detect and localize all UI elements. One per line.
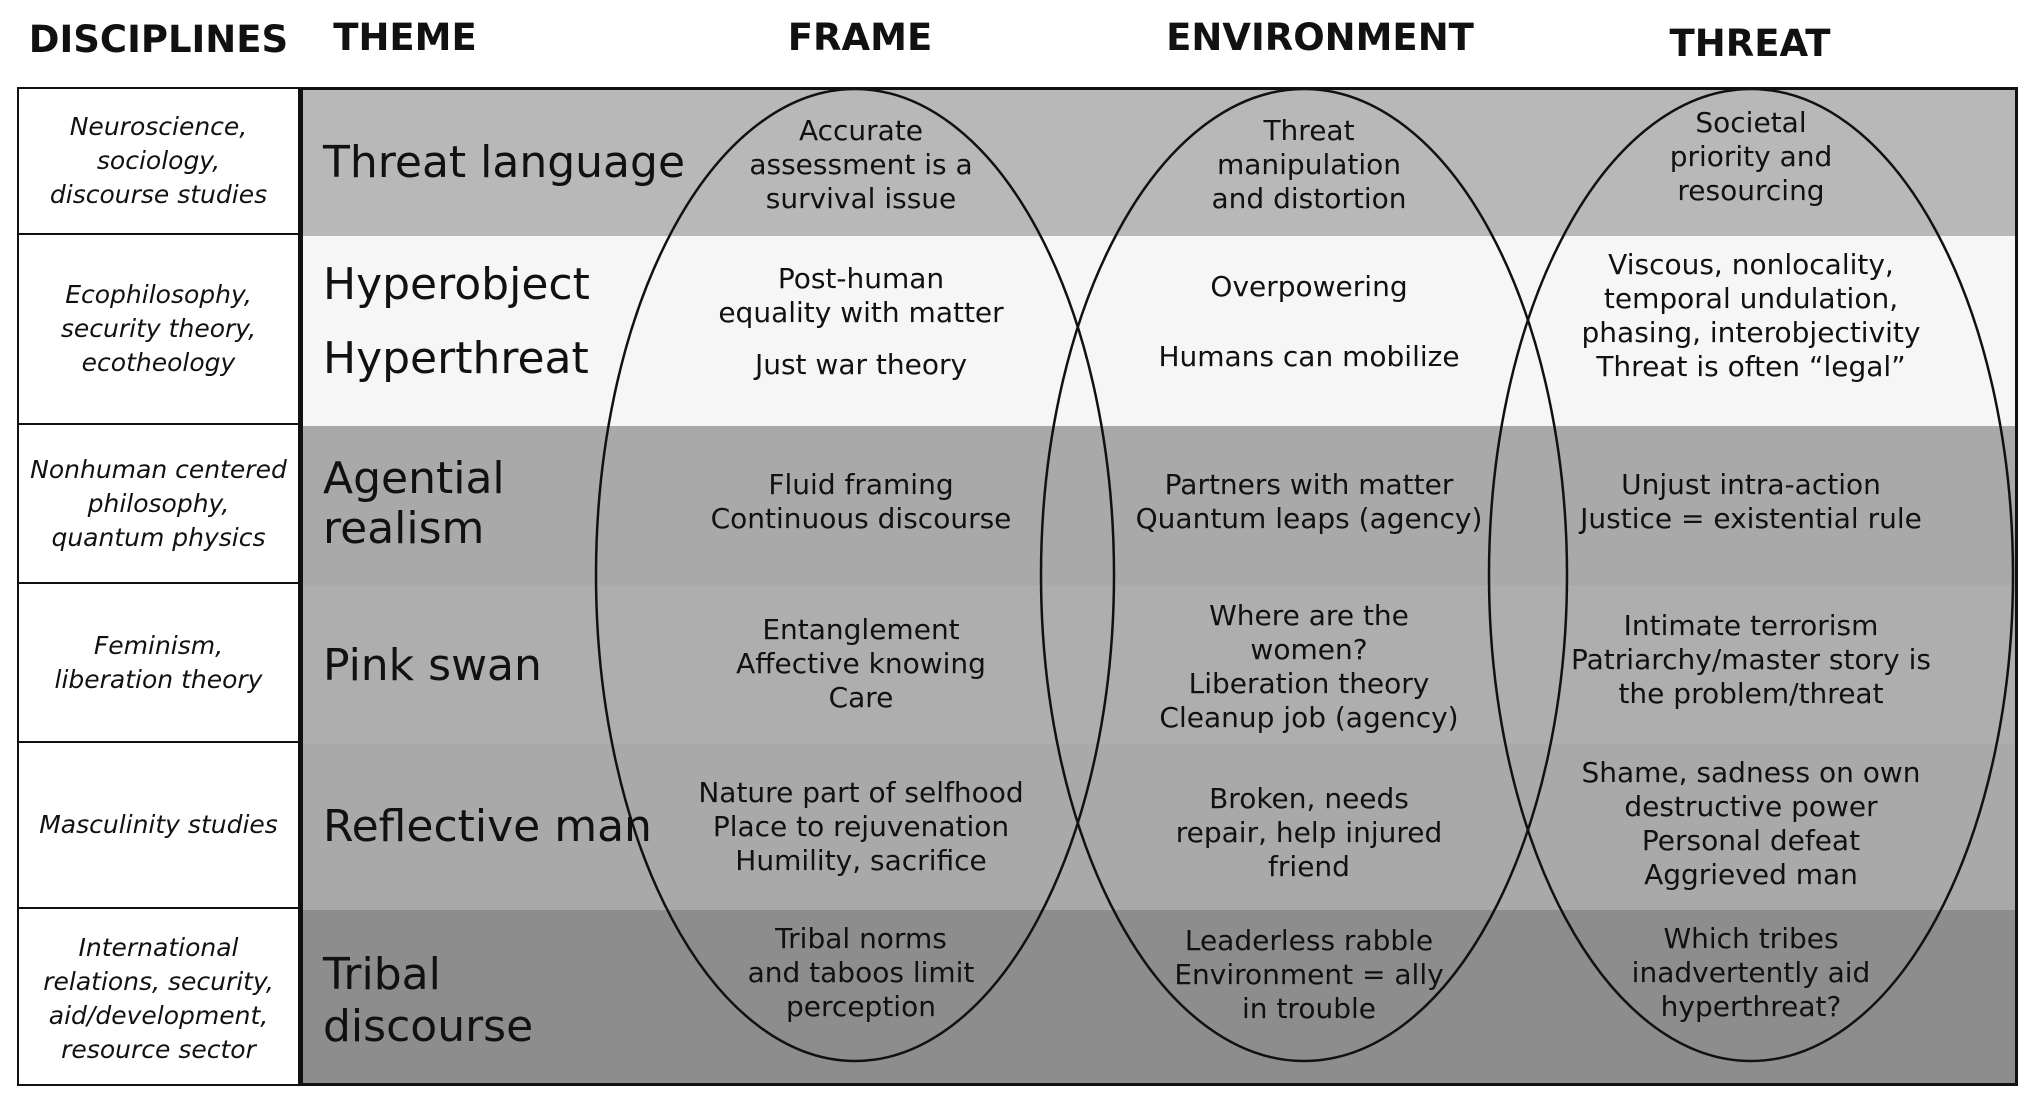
- threat-text: Which tribes: [1663, 922, 1839, 955]
- disciplines-line: Neuroscience,: [69, 112, 248, 141]
- environment-text: women?: [1250, 633, 1368, 666]
- disciplines-cell: Ecophilosophy, security theory, ecotheolog…: [19, 235, 298, 425]
- environment-text: in trouble: [1242, 992, 1376, 1025]
- theme-label: Reflective man: [323, 801, 652, 852]
- environment-text: Liberation theory: [1188, 667, 1430, 700]
- disciplines-line: resource sector: [61, 1034, 256, 1064]
- frame-text: Nature part of selfhood: [698, 776, 1024, 809]
- threat-text: Personal defeat: [1641, 824, 1861, 857]
- environment-text: friend: [1268, 850, 1350, 883]
- header-threat: THREAT: [1669, 22, 1831, 65]
- disciplines-line: security theory,: [60, 314, 257, 343]
- disciplines-line: quantum physics: [51, 522, 266, 552]
- environment-text: Where are the: [1209, 599, 1409, 632]
- theme-label: Agential: [323, 453, 505, 504]
- frame-text: Continuous discourse: [710, 502, 1012, 535]
- frame-text: Fluid framing: [768, 468, 954, 501]
- disciplines-line: discourse studies: [49, 180, 268, 209]
- threat-text: hyperthreat?: [1660, 990, 1842, 1023]
- threat-text: priority and: [1669, 140, 1833, 173]
- threat-text: Justice = existential rule: [1580, 502, 1922, 535]
- threat-text: Shame, sadness on own: [1581, 756, 1921, 789]
- disciplines-cell: Masculinity studies: [19, 743, 298, 909]
- frame-text: and taboos limit: [747, 956, 975, 989]
- disciplines-cell: Nonhuman centered philosophy, quantum phys…: [19, 425, 298, 584]
- environment-text: Cleanup job (agency): [1159, 701, 1459, 734]
- threat-text: the problem/threat: [1618, 677, 1884, 710]
- disciplines-line: Ecophilosophy,: [65, 280, 252, 309]
- disciplines-cell: Feminism, liberation theory: [19, 584, 298, 743]
- environment-text: Environment = ally: [1174, 958, 1444, 991]
- disciplines-line: sociology,: [96, 146, 221, 175]
- disciplines-column: Neuroscience, sociology, discourse studies…: [17, 87, 300, 1086]
- frame-text: Just war theory: [754, 348, 968, 381]
- environment-text: Partners with matter: [1164, 468, 1454, 501]
- frame-text: Entanglement: [762, 613, 960, 646]
- frame-text: Care: [828, 681, 894, 714]
- threat-text: Viscous, nonlocality,: [1608, 248, 1894, 281]
- disciplines-line: liberation theory: [54, 664, 263, 694]
- disciplines-line: Feminism,: [93, 630, 224, 660]
- header-disciplines: DISCIPLINES: [28, 18, 289, 61]
- frame-text: equality with matter: [718, 296, 1004, 329]
- header-environment: ENVIRONMENT: [1166, 16, 1474, 59]
- environment-text: repair, help injured: [1175, 816, 1443, 849]
- threat-text: Societal: [1695, 106, 1807, 139]
- theme-label: Pink swan: [323, 640, 542, 691]
- environment-text: Threat: [1263, 114, 1355, 147]
- threat-text: Patriarchy/master story is: [1571, 643, 1931, 676]
- frame-text: survival issue: [765, 182, 957, 215]
- theme-label: Hyperthreat: [323, 333, 589, 384]
- theme-label: Tribal: [323, 949, 441, 1000]
- frame-text: perception: [786, 990, 936, 1023]
- environment-text: Humans can mobilize: [1158, 340, 1460, 373]
- frame-text: assessment is a: [749, 148, 973, 181]
- environment-text: manipulation: [1216, 148, 1402, 181]
- disciplines-line: International: [78, 932, 239, 962]
- threat-text: inadvertently aid: [1631, 956, 1871, 989]
- frame-text: Post-human: [777, 262, 945, 295]
- disciplines-line: ecotheology: [81, 348, 236, 377]
- theme-label: Hyperobject: [323, 259, 590, 310]
- threat-text: Unjust intra-action: [1621, 468, 1881, 501]
- disciplines-line: relations, security,: [43, 966, 274, 996]
- threat-text: destructive power: [1624, 790, 1878, 823]
- frame-text: Place to rejuvenation: [712, 810, 1010, 843]
- threat-text: Aggrieved man: [1644, 858, 1858, 891]
- threat-text: resourcing: [1677, 174, 1825, 207]
- frame-text: Affective knowing: [736, 647, 986, 680]
- environment-text: Leaderless rabble: [1184, 924, 1434, 957]
- header-frame: FRAME: [787, 16, 933, 59]
- disciplines-line: philosophy,: [87, 488, 230, 518]
- header-theme: THEME: [333, 16, 477, 59]
- environment-text: Overpowering: [1210, 270, 1408, 303]
- theme-label: realism: [323, 503, 485, 554]
- frame-text: Humility, sacrifice: [735, 844, 987, 877]
- environment-text: and distortion: [1211, 182, 1407, 215]
- threat-text: temporal undulation,: [1603, 282, 1899, 315]
- disciplines-cell: International relations, security, aid/dev…: [19, 909, 298, 1088]
- disciplines-line: Nonhuman centered: [30, 454, 287, 484]
- environment-text: Quantum leaps (agency): [1135, 502, 1483, 535]
- theme-label: Threat language: [323, 137, 686, 188]
- frame-text: Tribal norms: [775, 922, 947, 955]
- disciplines-cell: Neuroscience, sociology, discourse studies: [19, 89, 298, 235]
- threat-text: Threat is often “legal”: [1596, 350, 1906, 383]
- disciplines-line: Masculinity studies: [39, 810, 278, 839]
- environment-text: Broken, needs: [1209, 782, 1409, 815]
- theme-label: discourse: [323, 1001, 534, 1052]
- threat-text: phasing, interobjectivity: [1581, 316, 1921, 349]
- frame-text: Accurate: [798, 114, 924, 147]
- threat-text: Intimate terrorism: [1623, 609, 1879, 642]
- disciplines-line: aid/development,: [48, 1000, 269, 1030]
